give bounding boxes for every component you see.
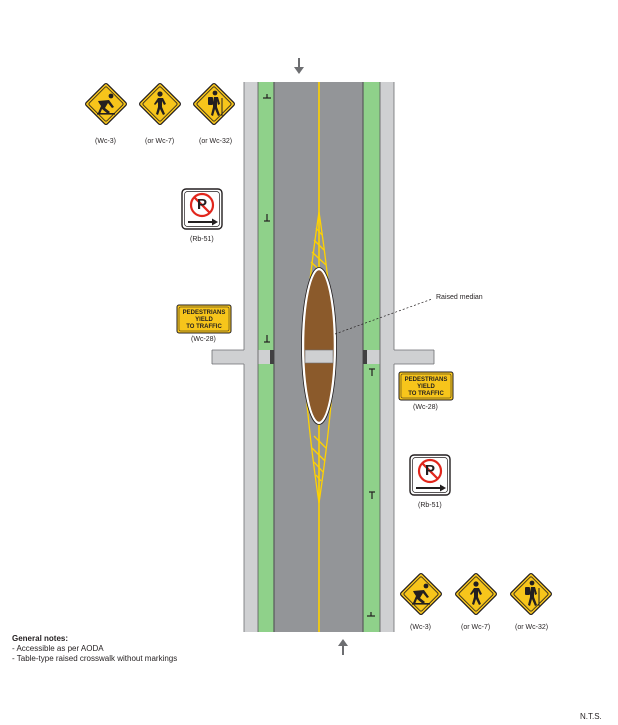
wc28-line-2: YIELD: [195, 317, 213, 323]
wc28-line-3: TO TRAFFIC: [408, 391, 444, 397]
notes-title: General notes:: [12, 634, 69, 643]
notes-item: - Accessible as per AODA: [12, 644, 104, 653]
notes-item: - Table-type raised crosswalk without ma…: [12, 654, 178, 663]
label-wc3-bottom: (Wc-3): [410, 624, 431, 631]
median-crosswalk: [304, 349, 334, 364]
sign-wc28-left: PEDESTRIANS YIELD TO TRAFFIC: [176, 304, 232, 334]
sidewalk-cross-left: [212, 350, 258, 364]
label-wc28-left: (Wc-28): [191, 336, 216, 343]
sidewalk-cross-right: [380, 350, 434, 364]
sign-wc7-top: [138, 82, 182, 126]
sign-rb51-top: P: [180, 187, 224, 231]
label-wc32-top: (or Wc-32): [199, 138, 233, 145]
wc28-line-1: PEDESTRIANS: [183, 310, 226, 316]
wc28-line-2: YIELD: [417, 384, 435, 390]
wc28-line-1: PEDESTRIANS: [405, 377, 448, 383]
scale-note: N.T.S.: [580, 712, 602, 721]
sign-wc32-bottom: [509, 572, 553, 616]
sign-wc3-bottom: [399, 572, 443, 616]
sign-wc7-bottom: [454, 572, 498, 616]
label-rb51-bottom: (Rb-51): [418, 502, 442, 509]
wc28-line-3: TO TRAFFIC: [186, 324, 222, 330]
sign-wc32-top: [192, 82, 236, 126]
sign-wc28-right: PEDESTRIANS YIELD TO TRAFFIC: [398, 371, 454, 401]
arrow-down-icon: [294, 58, 304, 74]
sign-post-markers: [263, 94, 375, 617]
raised-median: [301, 267, 337, 425]
arrow-up-icon: [338, 639, 348, 655]
general-notes: General notes: - Accessible as per AODA …: [12, 634, 177, 664]
sign-rb51-bottom: P: [408, 453, 452, 497]
label-raised-median: Raised median: [436, 294, 483, 301]
label-wc32-bottom: (or Wc-32): [515, 624, 549, 631]
callout-leader: [334, 298, 433, 335]
sign-wc3-top: [84, 82, 128, 126]
rb51-letter: P: [197, 196, 207, 213]
label-wc28-right: (Wc-28): [413, 404, 438, 411]
rb51-letter: P: [425, 462, 435, 479]
label-rb51-top: (Rb-51): [190, 236, 214, 243]
label-wc3-top: (Wc-3): [95, 138, 116, 145]
label-wc7-top: (or Wc-7): [145, 138, 175, 145]
label-wc7-bottom: (or Wc-7): [461, 624, 491, 631]
